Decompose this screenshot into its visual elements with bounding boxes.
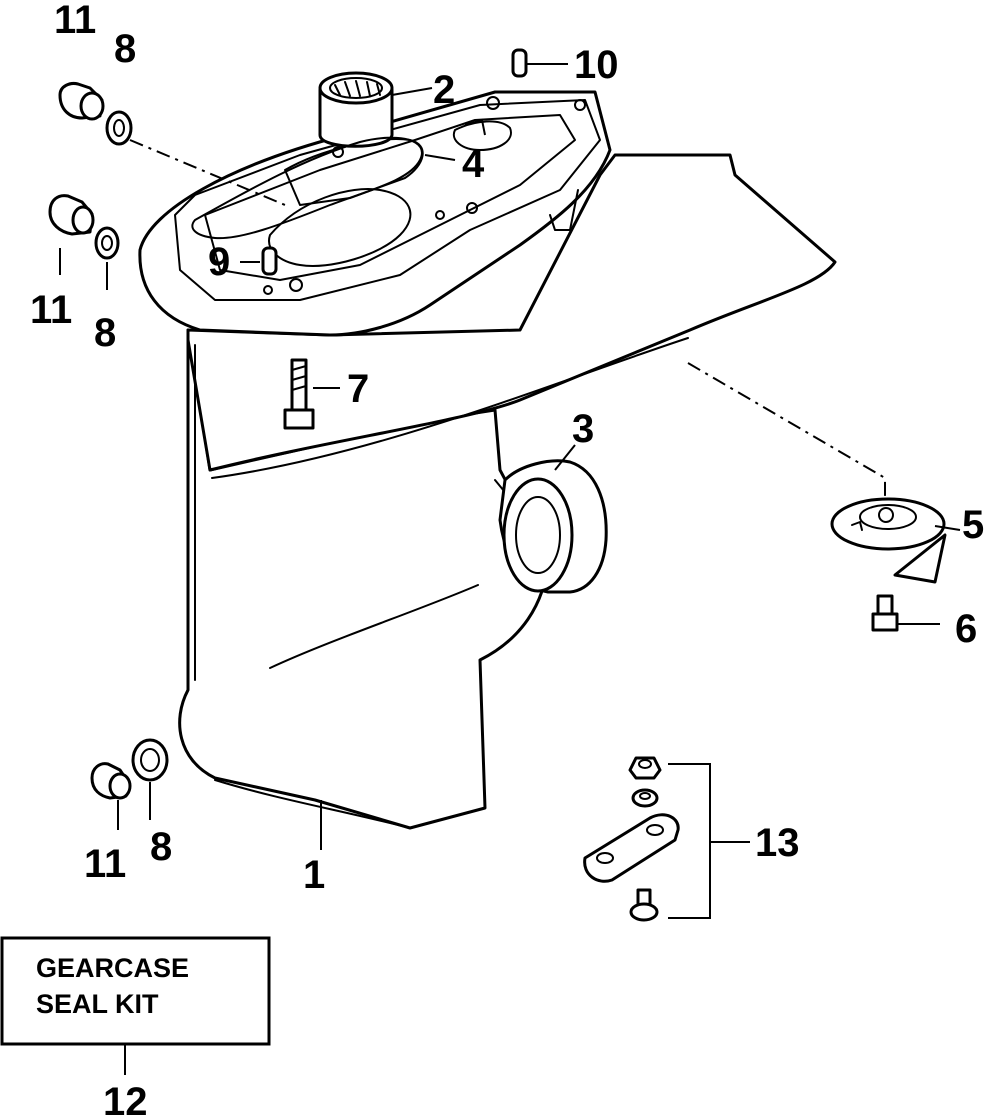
seal-kit-box: GEARCASE SEAL KIT <box>0 936 271 1046</box>
dowel-pin-9 <box>261 246 278 276</box>
washer-upper <box>105 110 133 146</box>
callout-8-upper: 8 <box>114 27 136 71</box>
dowel-pin-10 <box>511 48 528 78</box>
gearcase-housing <box>138 90 837 830</box>
deck-screw <box>283 358 315 430</box>
deck-gasket <box>191 120 512 240</box>
trim-tab <box>830 497 947 584</box>
hardware-screw <box>629 888 659 922</box>
callout-8-middle: 8 <box>94 311 116 355</box>
callout-11-middle: 11 <box>30 288 72 332</box>
callout-12: 12 <box>103 1080 148 1119</box>
hardware-bracket <box>583 813 680 883</box>
seal-kit-line-2: SEAL KIT <box>36 989 159 1019</box>
washer-middle <box>94 226 120 260</box>
callout-10: 10 <box>574 43 619 87</box>
hardware-nut <box>628 756 662 780</box>
callout-8-lower: 8 <box>150 825 172 869</box>
callout-1: 1 <box>303 853 325 897</box>
seal-kit-line-1: GEARCASE <box>36 953 189 983</box>
callout-4: 4 <box>462 142 485 186</box>
washer-lower <box>131 738 169 782</box>
hardware-washer <box>631 788 659 808</box>
callout-11-lower: 11 <box>84 842 126 886</box>
callout-labels: 1 2 3 4 5 6 7 8 8 8 9 10 11 11 11 12 13 <box>30 0 984 1119</box>
callout-3: 3 <box>572 407 594 451</box>
callout-11-upper: 11 <box>54 0 96 42</box>
callout-2: 2 <box>433 68 455 112</box>
driveshaft-bushing <box>318 71 394 148</box>
trim-tab-screw <box>871 594 899 632</box>
drain-plug-upper <box>58 82 105 121</box>
leader-lines <box>59 63 961 1075</box>
callout-13: 13 <box>755 821 800 865</box>
callout-6: 6 <box>955 607 977 651</box>
drain-plug-lower <box>90 762 132 800</box>
callout-5: 5 <box>962 503 984 547</box>
drain-plug-middle <box>48 194 95 236</box>
seal-carrier <box>498 459 608 594</box>
callout-7: 7 <box>347 367 369 411</box>
callout-9: 9 <box>208 240 230 284</box>
